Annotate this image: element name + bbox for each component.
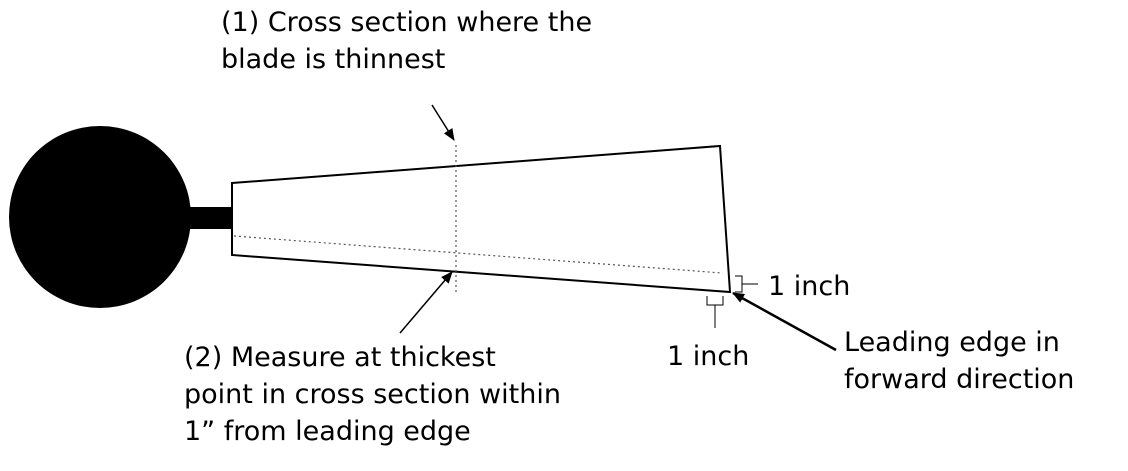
inch-label-right: 1 inch <box>768 271 851 302</box>
measure-label-line-3: 1” from leading edge <box>184 416 471 447</box>
leading-edge-arrow <box>732 291 837 352</box>
inch-label-bottom: 1 inch <box>667 341 750 372</box>
blade-shaft <box>182 207 232 229</box>
measure-arrow <box>399 271 453 334</box>
leading-edge-offset-line <box>233 235 723 274</box>
blade-outline <box>231 144 732 294</box>
cross-section-label-line-2: blade is thinnest <box>221 44 446 75</box>
cross-section-arrow <box>431 104 455 141</box>
cross-section-label: (1) Cross section where the blade is thi… <box>221 4 592 78</box>
leading-edge-label-line-2: forward direction <box>844 364 1075 395</box>
cross-section-label-line-1: (1) Cross section where the <box>221 7 593 38</box>
leading-edge-label: Leading edge in forward direction <box>844 324 1074 398</box>
measure-label: (2) Measure at thickest point in cross s… <box>184 339 561 450</box>
leading-edge-label-line-1: Leading edge in <box>844 327 1060 358</box>
measure-label-line-2: point in cross section within <box>184 379 561 410</box>
hub-circle <box>9 126 191 308</box>
inch-bracket-right <box>735 275 758 293</box>
inch-bracket-bottom <box>706 296 724 328</box>
measure-label-line-1: (2) Measure at thickest <box>184 342 496 373</box>
